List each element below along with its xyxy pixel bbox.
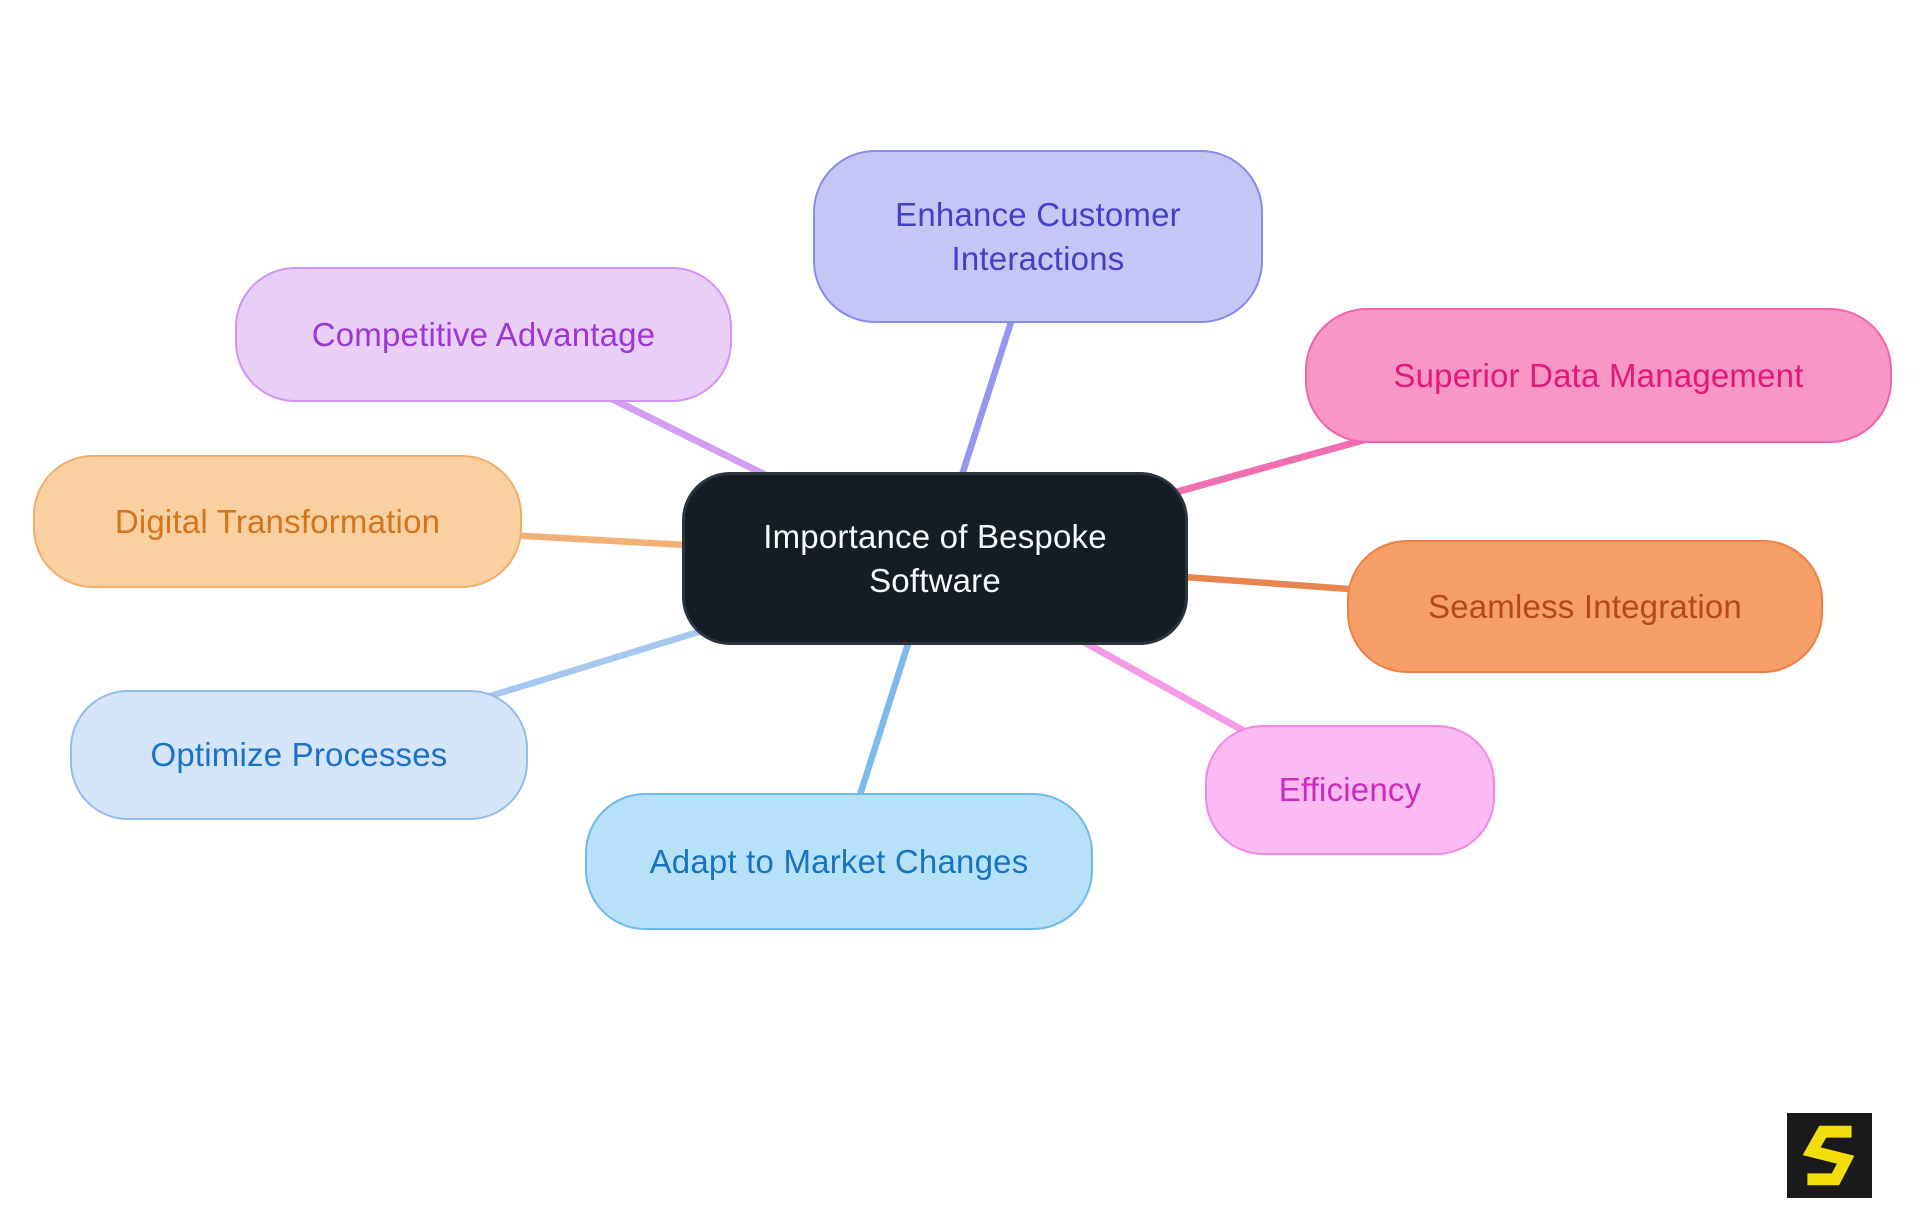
node-adapt-to-market-changes: Adapt to Market Changes bbox=[585, 793, 1093, 930]
node-label: Digital Transformation bbox=[114, 502, 441, 540]
node-label: Adapt to Market Changes bbox=[649, 842, 1029, 880]
node-digital-transformation: Digital Transformation bbox=[33, 455, 522, 588]
node-label: Enhance Customer Interactions bbox=[895, 195, 1181, 277]
central-node-label: Importance of Bespoke Software bbox=[763, 517, 1107, 599]
node-enhance-customer-interactions: Enhance Customer Interactions bbox=[813, 150, 1263, 323]
node-seamless-integration: Seamless Integration bbox=[1347, 540, 1823, 673]
stylized-s-icon bbox=[1787, 1113, 1872, 1198]
node-label: Superior Data Management bbox=[1393, 356, 1804, 394]
node-optimize-processes: Optimize Processes bbox=[70, 690, 528, 820]
brand-logo bbox=[1787, 1113, 1872, 1198]
logo-s-glyph bbox=[1802, 1125, 1855, 1186]
central-node-importance-of-bespoke-software: Importance of Bespoke Software bbox=[682, 472, 1188, 645]
node-label: Optimize Processes bbox=[150, 736, 448, 774]
node-competitive-advantage: Competitive Advantage bbox=[235, 267, 732, 402]
node-label: Seamless Integration bbox=[1427, 587, 1742, 625]
node-label: Competitive Advantage bbox=[311, 315, 656, 353]
node-label: Efficiency bbox=[1278, 771, 1422, 809]
node-superior-data-management: Superior Data Management bbox=[1305, 308, 1892, 443]
node-efficiency: Efficiency bbox=[1205, 725, 1495, 855]
